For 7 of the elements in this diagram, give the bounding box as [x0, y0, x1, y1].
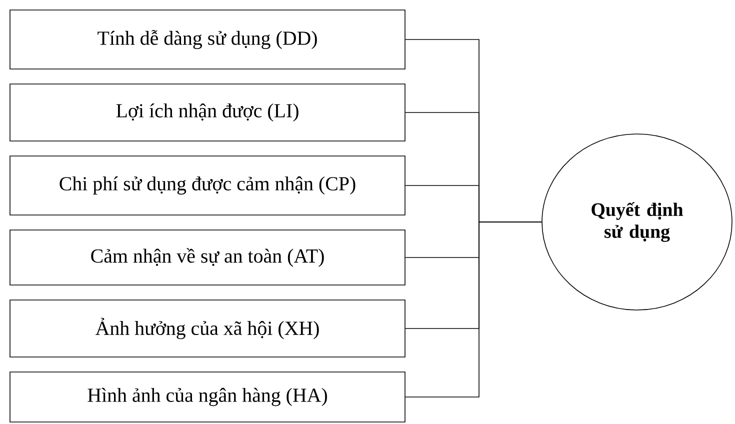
factor-box: Ảnh hưởng của xã hội (XH) [10, 300, 406, 358]
factor-box: Chi phí sử dụng được cảm nhận (CP) [10, 156, 406, 216]
factor-box: Cảm nhận về sự an toàn (AT) [10, 230, 406, 286]
factor-box: Tính dễ dàng sử dụng (DD) [10, 10, 406, 70]
factor-box: Hình ảnh của ngân hàng (HA) [10, 372, 406, 422]
factor-box: Lợi ích nhận được (LI) [10, 84, 406, 142]
connector-line [405, 222, 542, 398]
